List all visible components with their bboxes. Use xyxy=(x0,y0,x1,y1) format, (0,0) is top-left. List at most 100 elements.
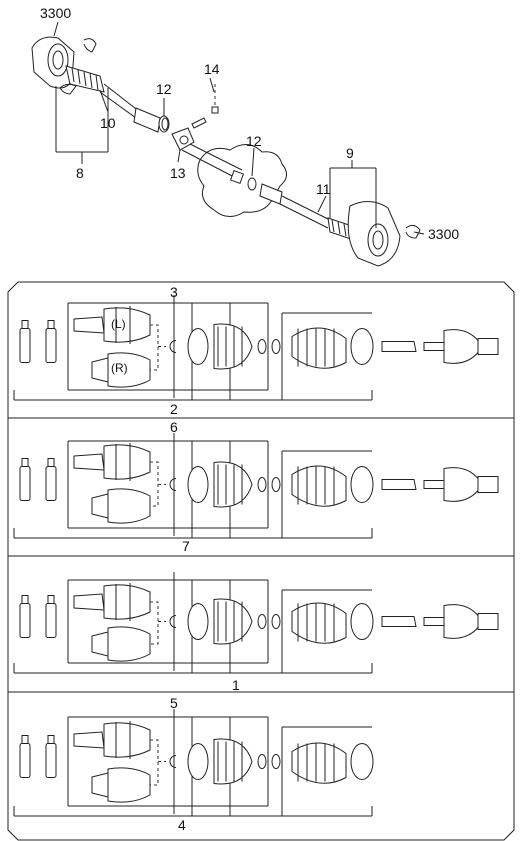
part-12-label: 12 xyxy=(156,81,172,97)
part-8-label: 8 xyxy=(76,165,84,181)
clamp-icon xyxy=(271,477,281,492)
left-hub-icon xyxy=(31,36,97,95)
transmission-housing-icon xyxy=(197,144,287,217)
spline-stub-icon xyxy=(477,476,499,493)
connector-line xyxy=(150,601,159,645)
clamp-icon xyxy=(187,328,209,365)
panel-rows xyxy=(13,295,499,817)
cv-joint-icon xyxy=(103,444,151,480)
panel-3-bottom-label: 1 xyxy=(232,677,240,693)
grease-tube-icon xyxy=(45,603,57,638)
part-9-label: 9 xyxy=(346,145,354,161)
part-11-label: 11 xyxy=(316,181,331,197)
shaft-icon xyxy=(381,479,417,490)
ring-icon xyxy=(350,328,374,365)
boot-icon xyxy=(213,598,253,645)
part-13-label: 13 xyxy=(170,165,186,181)
center-joint-icon xyxy=(171,127,243,179)
bolt-icon xyxy=(191,84,219,129)
grease-tube-cap-icon xyxy=(47,595,55,604)
cv-joint-ridge xyxy=(115,721,131,759)
part-10-label: 10 xyxy=(100,115,116,131)
spline-shaft-icon xyxy=(91,493,109,519)
spline-shaft-icon xyxy=(73,453,105,471)
clamp-icon xyxy=(271,614,281,629)
parts-panels xyxy=(7,281,515,841)
connector-line xyxy=(150,739,159,786)
panel-2-top-label: 6 xyxy=(170,419,178,435)
spline-stub-icon xyxy=(477,338,499,355)
grease-tube-cap-icon xyxy=(21,595,29,604)
grease-tube-icon xyxy=(45,743,57,778)
grease-tube-icon xyxy=(19,466,31,501)
shaft-icon xyxy=(381,341,417,352)
ref-3300-label: 3300 xyxy=(40,5,71,21)
boot-icon xyxy=(291,742,347,784)
cv-joint-icon xyxy=(103,584,151,620)
clamp-icon xyxy=(187,743,209,780)
shaft-icon xyxy=(423,342,445,351)
grease-tube-cap-icon xyxy=(47,735,55,744)
clamp-icon xyxy=(257,477,267,492)
spline-shaft-icon xyxy=(91,357,109,383)
boot-icon xyxy=(213,323,253,370)
spline-shaft-icon xyxy=(91,772,109,798)
clamp-icon xyxy=(257,339,267,354)
right-side-label: (R) xyxy=(111,361,128,375)
grease-tube-icon xyxy=(45,466,57,501)
grease-tube-icon xyxy=(19,603,31,638)
spline-shaft-icon xyxy=(73,593,105,611)
panel-1-top-label: 3 xyxy=(170,284,178,300)
grease-tube-icon xyxy=(19,743,31,778)
shaft-icon xyxy=(423,617,445,626)
part-14-label: 14 xyxy=(204,61,220,77)
shaft-icon xyxy=(423,480,445,489)
grease-tube-cap-icon xyxy=(21,735,29,744)
ring-icon xyxy=(350,743,374,780)
shaft-icon xyxy=(381,616,417,627)
boot-icon xyxy=(213,738,253,785)
panel-1-bottom-label: 2 xyxy=(170,401,178,417)
grease-tube-cap-icon xyxy=(21,320,29,329)
boot-icon xyxy=(291,327,347,369)
connector-line xyxy=(150,461,159,507)
cv-joint-ridge xyxy=(115,306,131,344)
cv-joint-icon xyxy=(107,488,151,524)
ring-icon xyxy=(350,603,374,640)
cv-joint-icon xyxy=(443,329,479,364)
circlip-icon xyxy=(169,478,177,491)
cv-joint-ridge xyxy=(115,443,131,481)
part-12-label: 12 xyxy=(246,133,262,149)
cv-joint-icon xyxy=(107,767,151,803)
grease-tube-cap-icon xyxy=(47,458,55,467)
cv-joint-icon xyxy=(443,604,479,639)
boot-icon xyxy=(291,465,347,507)
panel-frame xyxy=(7,281,515,841)
spline-shaft-icon xyxy=(91,631,109,657)
clamp-icon xyxy=(271,754,281,769)
callout-leaders xyxy=(53,21,425,235)
spline-shaft-icon xyxy=(73,731,105,749)
ring-icon xyxy=(350,466,374,503)
panel-2-bottom-label: 7 xyxy=(182,538,190,554)
circlip-icon xyxy=(169,755,177,768)
circlip-icon xyxy=(169,615,177,628)
cv-joint-icon xyxy=(107,626,151,662)
grease-tube-cap-icon xyxy=(21,458,29,467)
left-side-label: (L) xyxy=(111,317,126,331)
cv-joint-icon xyxy=(103,722,151,758)
clamp-icon xyxy=(257,754,267,769)
spline-shaft-icon xyxy=(73,316,105,334)
cv-joint-icon xyxy=(443,467,479,502)
boot-icon xyxy=(291,602,347,644)
right-hub-icon xyxy=(347,201,421,267)
circlip-icon xyxy=(169,340,177,353)
ring-icon xyxy=(161,117,169,131)
top-exploded-view: 3300 14 12 10 8 13 12 9 11 3300 xyxy=(31,5,459,267)
clamp-icon xyxy=(187,466,209,503)
panel-4-bottom-label: 4 xyxy=(178,817,186,833)
clamp-icon xyxy=(271,339,281,354)
clamp-icon xyxy=(257,614,267,629)
ref-3300-label: 3300 xyxy=(428,226,459,242)
